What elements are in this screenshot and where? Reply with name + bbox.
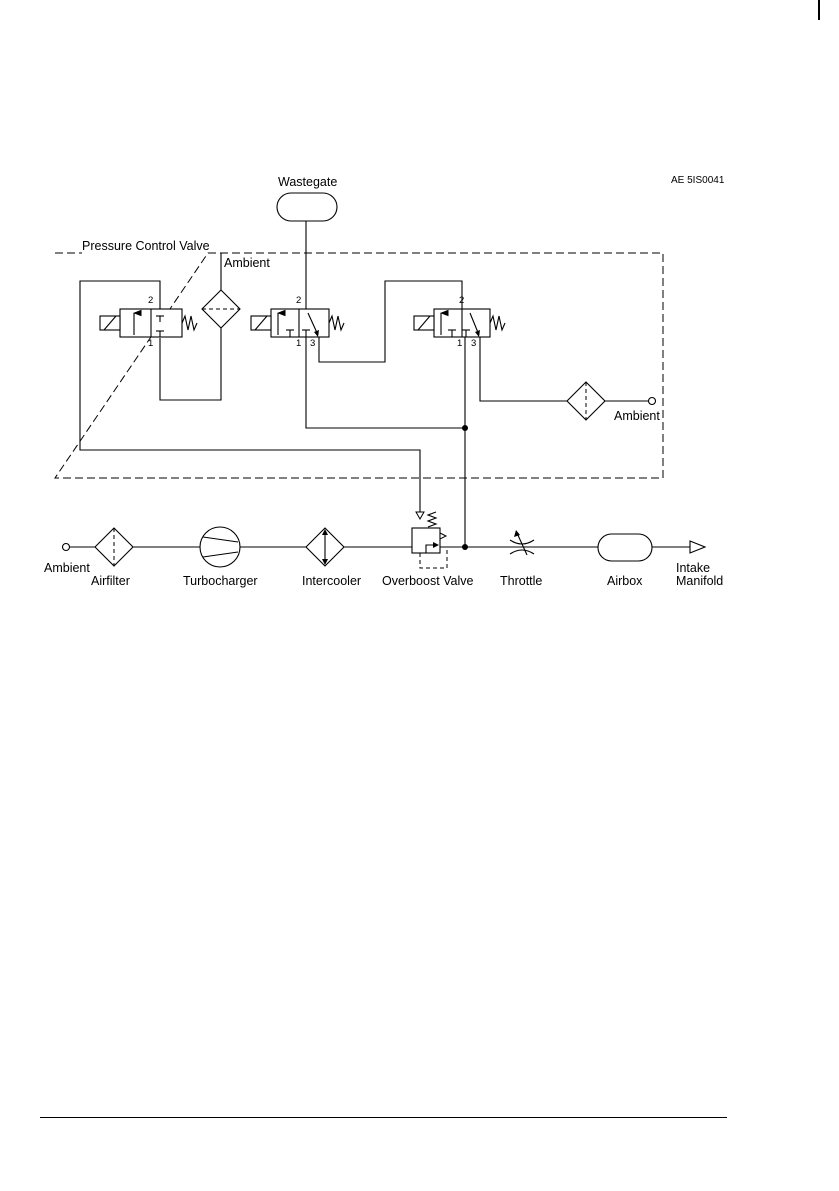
wastegate-label: Wastegate bbox=[278, 175, 337, 189]
airbox-symbol bbox=[598, 534, 652, 561]
pcv-filter-right bbox=[567, 382, 605, 420]
pressure-control-valve-boundary bbox=[55, 253, 663, 478]
throttle-label: Throttle bbox=[500, 574, 542, 588]
airfilter-symbol bbox=[95, 528, 133, 566]
reference-code: AE 5IS0041 bbox=[671, 175, 725, 186]
v2-port-3: 3 bbox=[310, 338, 315, 349]
throttle-symbol bbox=[510, 530, 534, 555]
airbox-label: Airbox bbox=[607, 574, 643, 588]
chain-ambient-label: Ambient bbox=[44, 561, 90, 575]
overboost-valve-symbol bbox=[412, 512, 447, 568]
intercooler-symbol bbox=[306, 528, 344, 566]
ambient-inlet-port bbox=[63, 544, 70, 551]
turbocharger-label: Turbocharger bbox=[183, 574, 258, 588]
airfilter-label: Airfilter bbox=[91, 574, 130, 588]
intake-manifold-arrow bbox=[690, 541, 705, 553]
wastegate-actuator bbox=[277, 193, 337, 221]
v1-port-1: 1 bbox=[148, 338, 153, 349]
ambient-right-port bbox=[649, 398, 656, 405]
solenoid-valve-1 bbox=[100, 309, 197, 337]
footer-rule bbox=[40, 1117, 727, 1118]
pressure-control-valve-label: Pressure Control Valve bbox=[82, 239, 210, 253]
filter-left-line bbox=[160, 328, 221, 400]
turbocharger-symbol bbox=[200, 527, 240, 567]
v1-port-2: 2 bbox=[148, 295, 153, 306]
v2-port-2: 2 bbox=[296, 295, 301, 306]
v2-port-1: 1 bbox=[296, 338, 301, 349]
solenoid-valve-3 bbox=[414, 309, 505, 337]
v3-port-1: 1 bbox=[457, 338, 462, 349]
ambient-right-label: Ambient bbox=[614, 409, 660, 423]
intercooler-label: Intercooler bbox=[302, 574, 361, 588]
intake-manifold-label-1: Intake bbox=[676, 561, 710, 575]
intake-manifold-label-2: Manifold bbox=[676, 574, 723, 588]
pcv-filter-left bbox=[202, 290, 240, 328]
solenoid-valve-2 bbox=[251, 309, 344, 337]
v3-port-2: 2 bbox=[459, 295, 464, 306]
junction-dot bbox=[462, 425, 468, 431]
valve3-port3-line bbox=[480, 337, 567, 401]
overboost-valve-label: Overboost Valve bbox=[382, 574, 474, 588]
ambient-top-label: Ambient bbox=[224, 256, 270, 270]
v3-port-3: 3 bbox=[471, 338, 476, 349]
